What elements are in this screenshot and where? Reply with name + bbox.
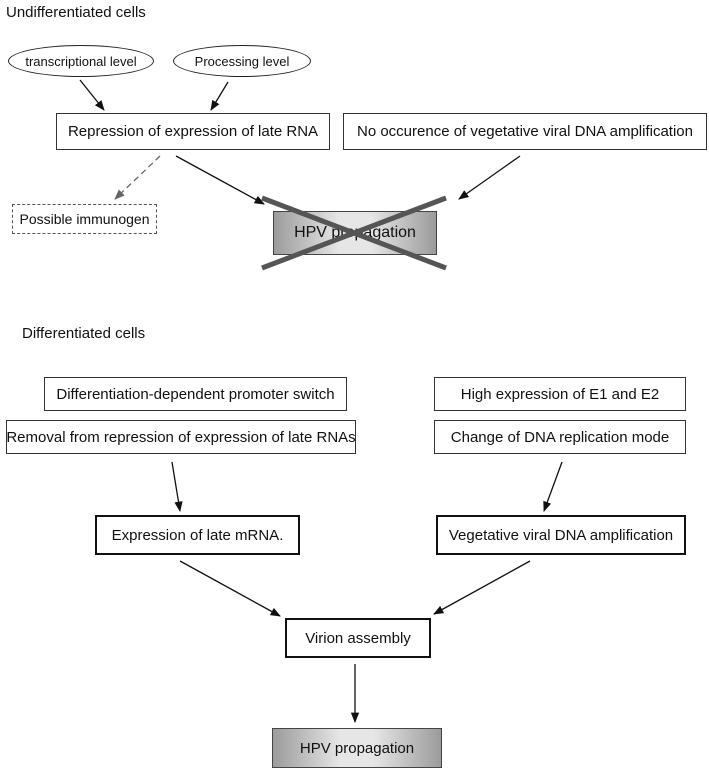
arrow-vegetative-to-virion xyxy=(433,560,531,615)
high-expression-e1-e2-box: High expression of E1 and E2 xyxy=(434,377,686,411)
transcriptional-level-oval: transcriptional level xyxy=(8,45,154,77)
promoter-switch-box: Differentiation-dependent promoter switc… xyxy=(44,377,347,411)
late-mrna-box: Expression of late mRNA. xyxy=(95,515,300,555)
vegetative-amplification-box: Vegetative viral DNA amplification xyxy=(436,515,686,555)
no-amplification-box: No occurence of vegetative viral DNA amp… xyxy=(343,113,707,150)
hpv-propagation-box: HPV propagation xyxy=(272,728,442,768)
cross-line-b xyxy=(261,195,447,271)
arrow-removal-to-late-mrna xyxy=(171,461,183,513)
undifferentiated-heading: Undifferentiated cells xyxy=(6,4,146,21)
virion-assembly-box: Virion assembly xyxy=(285,618,431,658)
arrow-repression-to-immunogen xyxy=(114,155,161,200)
differentiated-heading: Differentiated cells xyxy=(22,325,146,342)
arrow-replication-to-vegetative xyxy=(543,461,563,512)
removal-repression-box: Removal from repression of expression of… xyxy=(6,420,356,454)
arrow-amplification-to-propagation xyxy=(458,155,521,200)
arrow-processing-to-repression xyxy=(210,81,229,111)
processing-level-oval: Processing level xyxy=(173,45,311,77)
dna-replication-mode-box: Change of DNA replication mode xyxy=(434,420,686,454)
arrow-repression-to-propagation xyxy=(175,155,265,205)
arrow-transcriptional-to-repression xyxy=(79,79,105,111)
possible-immunogen-box: Possible immunogen xyxy=(12,204,157,234)
arrow-late-mrna-to-virion xyxy=(179,560,281,617)
repression-late-rna-box: Repression of expression of late RNA xyxy=(56,113,330,150)
